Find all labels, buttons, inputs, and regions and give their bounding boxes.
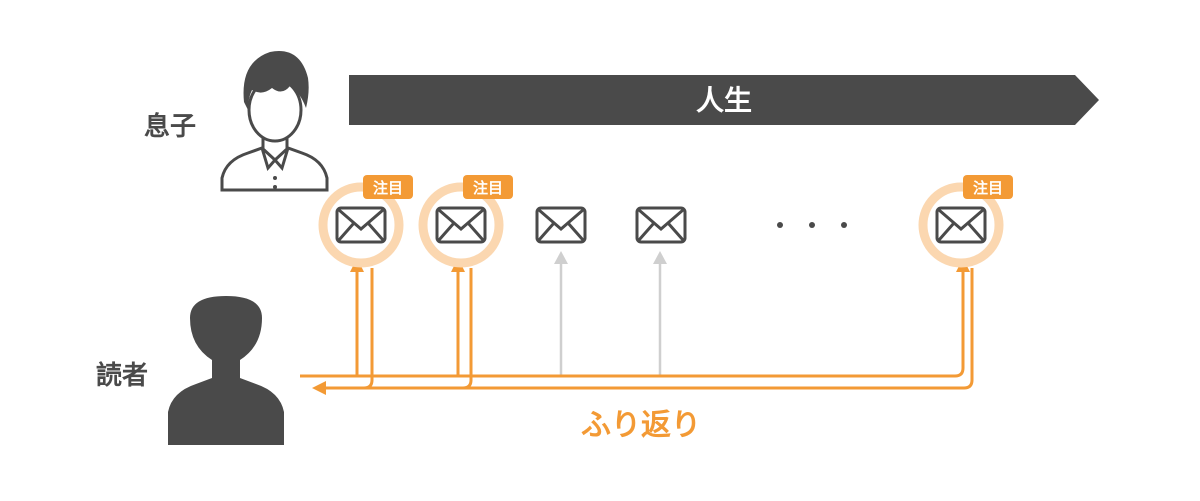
letter-item: 注目: [418, 175, 513, 268]
letter-item: 注目: [918, 175, 1013, 268]
letter-item: 注目: [318, 175, 413, 268]
letter-item: [535, 206, 587, 244]
muted-arrows: [554, 251, 667, 375]
ellipsis: [777, 222, 847, 228]
review-arrowheads: [312, 258, 970, 395]
son-avatar-icon: [220, 51, 329, 192]
letter-item: [635, 206, 687, 244]
attention-badge-label: 注目: [973, 179, 1003, 197]
envelope-icon: [935, 206, 987, 244]
envelope-icon: [635, 206, 687, 244]
review-label: ふり返り: [581, 408, 701, 443]
reader-avatar-icon: [168, 296, 284, 445]
timeline-arrow: [349, 75, 1099, 125]
review-flow-lines: [300, 268, 974, 390]
reader-label: 読者: [96, 360, 148, 391]
attention-badge: [363, 175, 413, 199]
attention-badge-label: 注目: [373, 179, 403, 197]
timeline-label: 人生: [696, 84, 752, 117]
envelope-icon: [435, 206, 487, 244]
envelope-icon: [335, 206, 387, 244]
envelope-icon: [535, 206, 587, 244]
attention-badge: [963, 175, 1013, 199]
son-label: 息子: [144, 111, 196, 142]
attention-badge: [463, 175, 513, 199]
letters-row: 注目 注目 注目: [318, 175, 1013, 268]
attention-badge-label: 注目: [473, 179, 503, 197]
